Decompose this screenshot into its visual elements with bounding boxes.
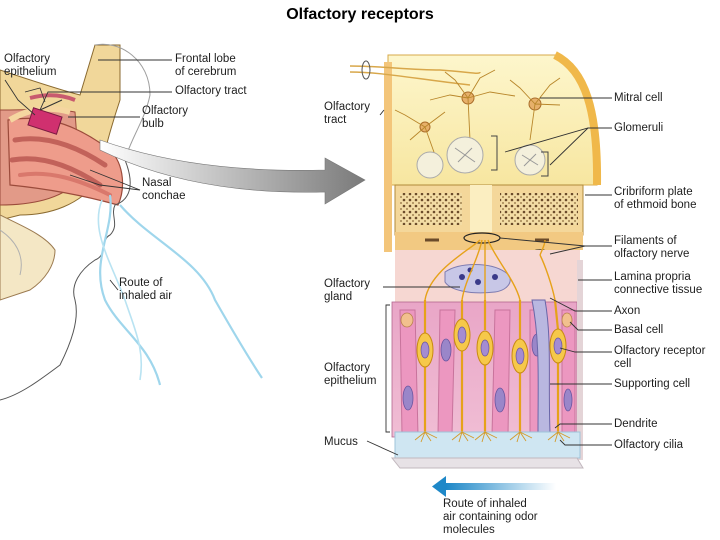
lamina-propria bbox=[395, 250, 580, 305]
label-route-inhaled-air: Route of inhaled air bbox=[119, 277, 173, 302]
leader-lines-left bbox=[4, 59, 172, 291]
label-dendrite: Dendrite bbox=[614, 418, 658, 430]
label-olfactory-tract-right: Olfactory tract bbox=[324, 101, 371, 126]
label-axon: Axon bbox=[614, 305, 641, 317]
label-cribriform-plate: Cribriform plate of ethmoid bone bbox=[614, 186, 697, 211]
label-route-odor: Route of inhaled air containing odor mol… bbox=[443, 498, 538, 536]
head-section bbox=[0, 43, 263, 401]
label-nasal-conchae: Nasal conchae bbox=[142, 177, 186, 202]
label-basal-cell: Basal cell bbox=[614, 324, 664, 336]
air-route-arrow bbox=[432, 476, 556, 497]
label-olfactory-cilia: Olfactory cilia bbox=[614, 439, 684, 451]
mucus-layer bbox=[390, 431, 584, 469]
label-olfactory-gland: Olfactory gland bbox=[324, 278, 371, 303]
label-lamina-propria: Lamina propria connective tissue bbox=[614, 271, 703, 296]
label-filaments: Filaments of olfactory nerve bbox=[614, 235, 690, 260]
epithelium-bracket bbox=[385, 304, 390, 433]
label-olfactory-tract-left: Olfactory tract bbox=[175, 85, 247, 97]
label-glomeruli: Glomeruli bbox=[614, 122, 664, 134]
label-mucus: Mucus bbox=[324, 436, 358, 448]
label-olfactory-epithelium-left: Olfactory epithelium bbox=[4, 53, 57, 78]
label-olfactory-receptor-cell: Olfactory receptor cell bbox=[614, 345, 706, 370]
label-mitral-cell: Mitral cell bbox=[614, 92, 663, 104]
magnify-arrow bbox=[99, 139, 366, 205]
figure-title: Olfactory receptors bbox=[286, 6, 434, 23]
cribriform-plate bbox=[394, 184, 584, 259]
label-supporting-cell: Supporting cell bbox=[614, 378, 691, 390]
leader-lines-right bbox=[366, 97, 612, 456]
label-frontal-lobe: Frontal lobe of cerebrum bbox=[175, 53, 237, 78]
label-olfactory-epithelium-right: Olfactory epithelium bbox=[324, 362, 377, 387]
label-olfactory-bulb: Olfactory bulb bbox=[142, 105, 189, 130]
